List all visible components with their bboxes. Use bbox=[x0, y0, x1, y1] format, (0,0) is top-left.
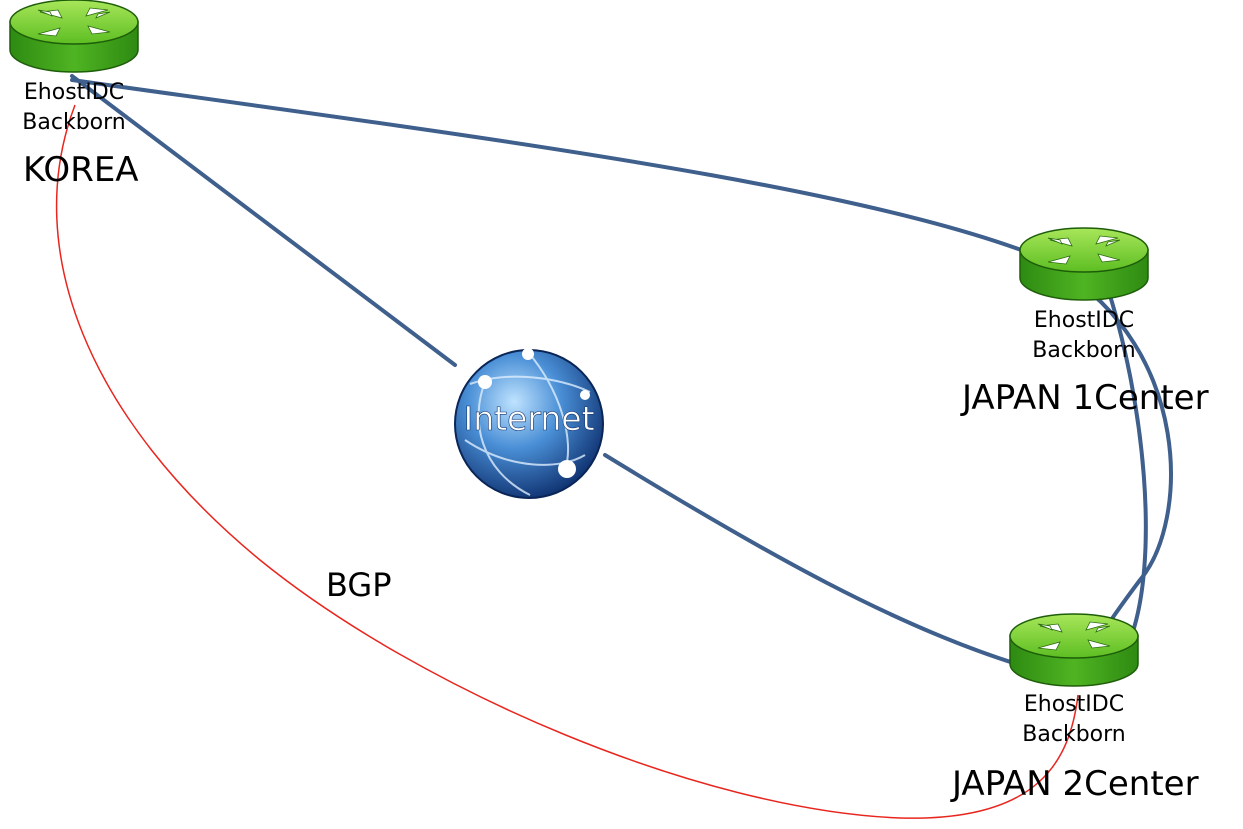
internet-label: Internet bbox=[463, 399, 594, 438]
japan2-router-label-line2: Backborn bbox=[1022, 722, 1126, 747]
router-icon bbox=[1019, 227, 1149, 301]
router-korea bbox=[9, 0, 139, 73]
japan2-router-label: EhostIDC Backborn bbox=[1010, 690, 1138, 750]
router-japan1 bbox=[1019, 227, 1149, 301]
korea-router-label: EhostIDC Backborn bbox=[10, 78, 138, 138]
korea-router-label-line2: Backborn bbox=[22, 110, 126, 135]
korea-site-name: KOREA bbox=[23, 150, 139, 190]
router-icon bbox=[1009, 613, 1139, 687]
korea-router-label-line1: EhostIDC bbox=[23, 80, 125, 105]
link-korea-internet bbox=[70, 74, 457, 367]
link-korea-japan1 bbox=[70, 78, 1072, 272]
japan1-router-label-line1: EhostIDC bbox=[1033, 308, 1135, 333]
link-internet-japan2 bbox=[603, 453, 1032, 670]
router-icon bbox=[9, 0, 139, 73]
japan2-router-label-line1: EhostIDC bbox=[1023, 692, 1125, 717]
backbone-links bbox=[70, 74, 1173, 673]
internet-globe: Internet bbox=[454, 348, 604, 499]
japan1-site-name: JAPAN 1Center bbox=[962, 378, 1209, 418]
bgp-label: BGP bbox=[326, 566, 392, 604]
link-bgp-korea-japan2 bbox=[55, 104, 1079, 819]
japan2-site-name: JAPAN 2Center bbox=[952, 764, 1199, 804]
japan1-router-label: EhostIDC Backborn bbox=[1020, 306, 1148, 366]
japan1-router-label-line2: Backborn bbox=[1032, 338, 1136, 363]
router-japan2 bbox=[1009, 613, 1139, 687]
